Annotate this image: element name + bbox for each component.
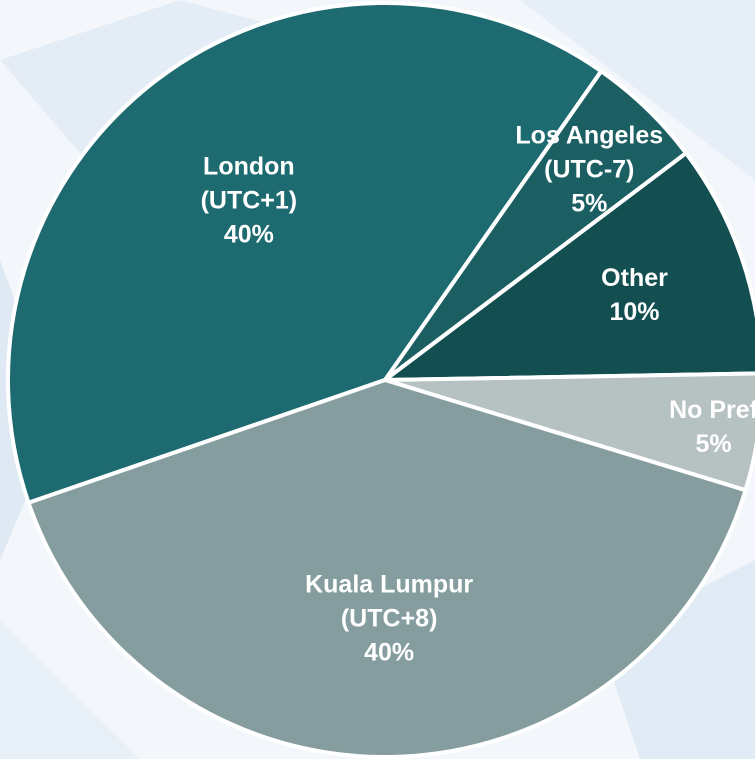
slice-label-1: Los Angeles (UTC-7) 5% xyxy=(515,121,663,217)
slice-value-label: 40% xyxy=(364,638,414,666)
slice-value-label: 40% xyxy=(224,220,274,248)
slice-name-label: Kuala Lumpur xyxy=(305,570,473,598)
slice-name-label: No Pref xyxy=(669,396,755,424)
slice-value-label: 5% xyxy=(571,189,607,217)
slice-name-label: Los Angeles xyxy=(515,121,663,149)
slice-label-4: Kuala Lumpur (UTC+8) 40% xyxy=(305,570,473,666)
slice-name-label: (UTC-7) xyxy=(544,155,634,183)
slice-value-label: 10% xyxy=(609,298,659,326)
slice-value-label: 5% xyxy=(695,430,731,458)
slice-label-3: No Pref 5% xyxy=(669,396,755,458)
pie-slice-2 xyxy=(383,151,755,382)
slice-label-0: London (UTC+1) 40% xyxy=(201,152,298,248)
slice-name-label: (UTC+8) xyxy=(341,604,438,632)
pie-slice-0 xyxy=(6,1,604,505)
slice-name-label: Other xyxy=(601,264,668,292)
pie-slice-4 xyxy=(26,378,748,759)
slice-label-2: Other 10% xyxy=(601,264,668,326)
slice-name-label: (UTC+1) xyxy=(201,186,298,214)
slice-name-label: London xyxy=(203,152,295,180)
